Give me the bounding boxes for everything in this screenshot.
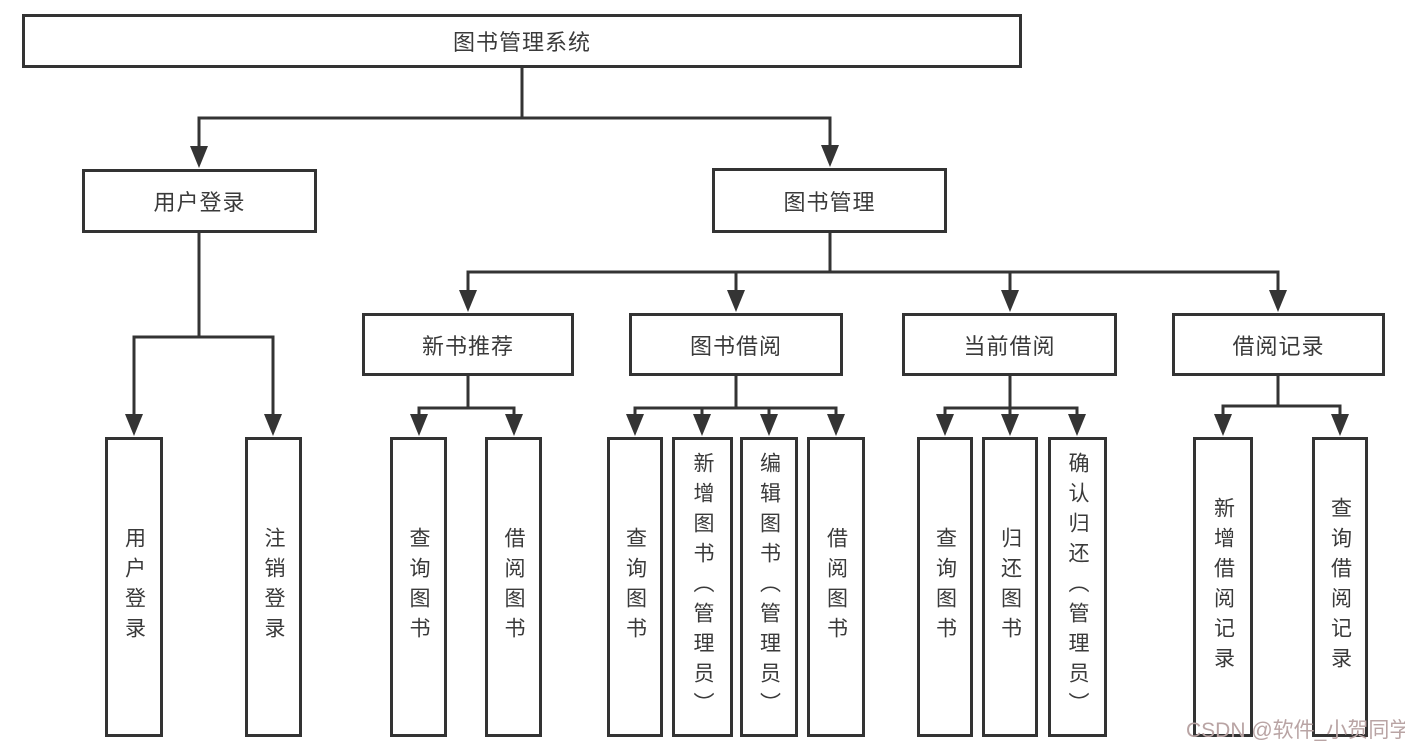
leaf-borrow-book: 借阅图书	[807, 437, 865, 737]
leaf-add-borrow-record: 新增借阅记录	[1193, 437, 1253, 737]
node-system-root: 图书管理系统	[22, 14, 1022, 68]
leaf-edit-book-admin: 编辑图书（管理员）	[740, 437, 798, 737]
node-current-borrow: 当前借阅	[902, 313, 1117, 376]
node-book-management-branch: 图书管理	[712, 168, 947, 233]
leaf-query-borrow-record: 查询借阅记录	[1312, 437, 1368, 737]
leaf-logout: 注销登录	[245, 437, 302, 737]
leaf-user-login: 用户登录	[105, 437, 163, 737]
leaf-add-book-admin: 新增图书（管理员）	[672, 437, 733, 737]
node-user-login-branch: 用户登录	[82, 169, 317, 233]
node-borrow-record: 借阅记录	[1172, 313, 1385, 376]
csdn-watermark: CSDN @软件_小贺同学	[1186, 719, 1405, 742]
node-new-book-recommend: 新书推荐	[362, 313, 574, 376]
leaf-query-book-current: 查询图书	[917, 437, 973, 737]
leaf-query-book-recommend: 查询图书	[390, 437, 447, 737]
node-book-borrow: 图书借阅	[629, 313, 843, 376]
leaf-query-book-borrow: 查询图书	[607, 437, 663, 737]
leaf-return-book: 归还图书	[982, 437, 1038, 737]
leaf-borrow-book-recommend: 借阅图书	[485, 437, 542, 737]
leaf-confirm-return-admin: 确认归还（管理员）	[1048, 437, 1107, 737]
